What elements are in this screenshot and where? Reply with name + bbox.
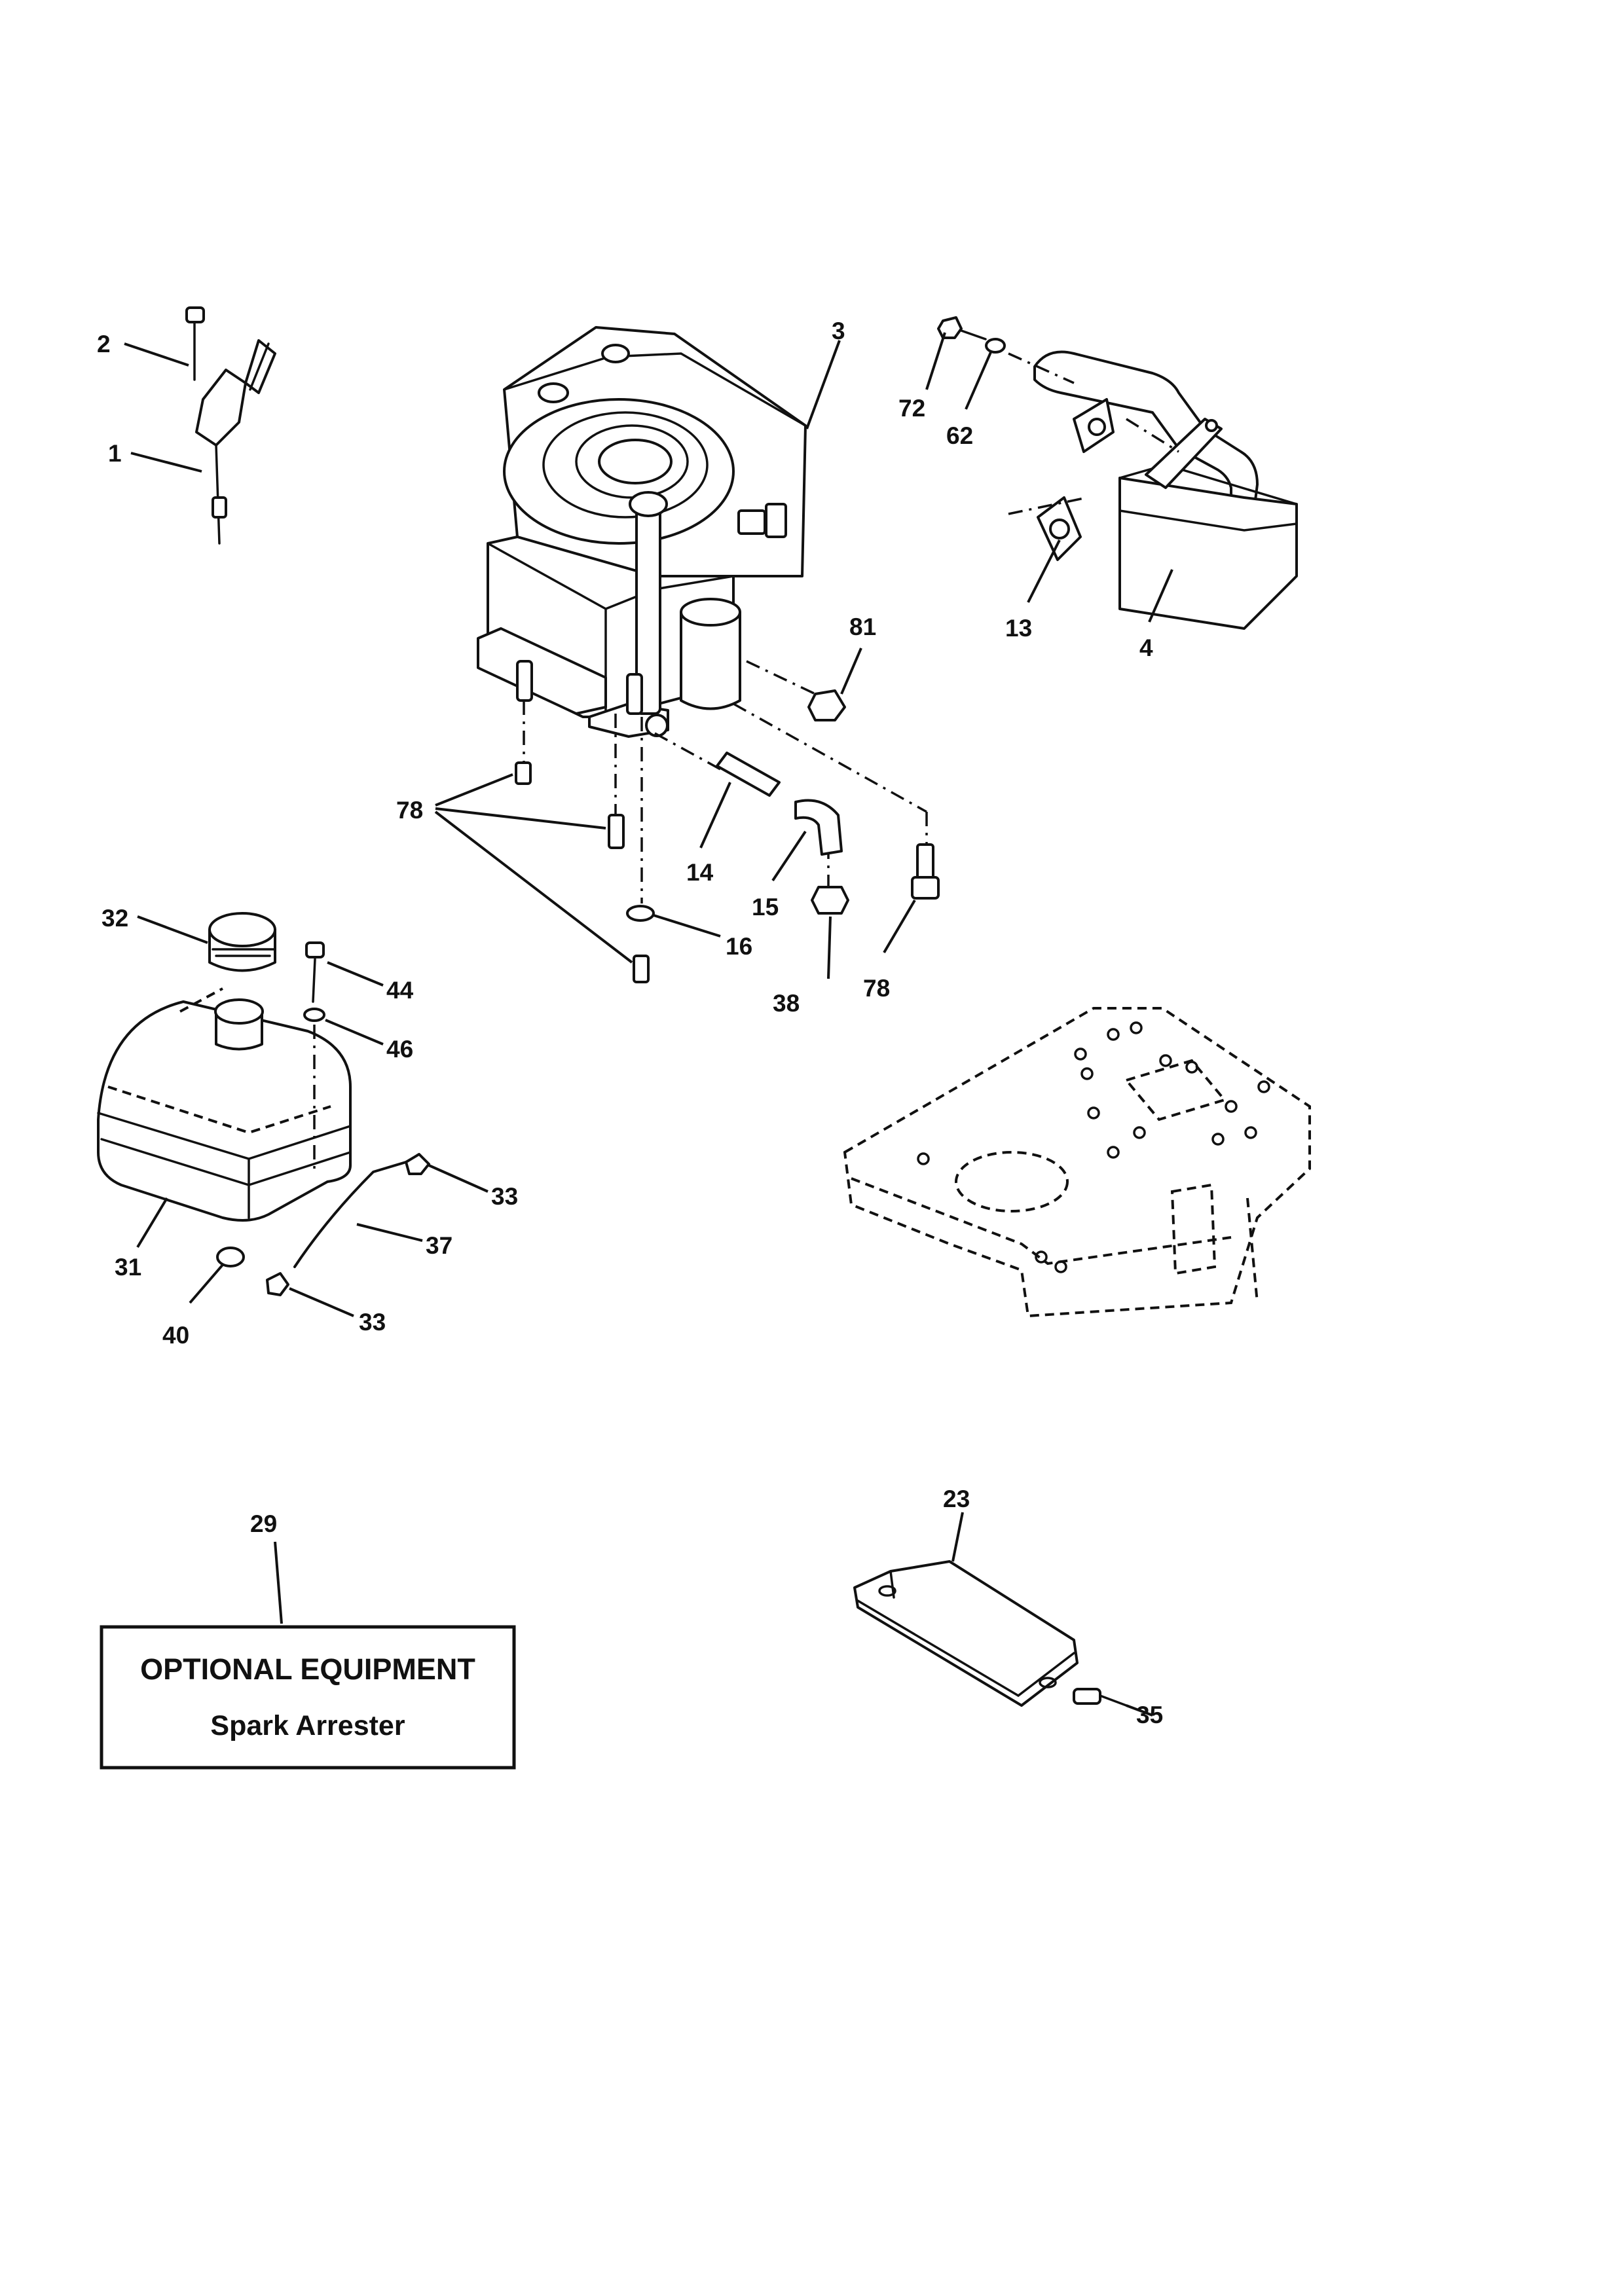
nut-81-part bbox=[807, 689, 846, 721]
shield-23-part bbox=[853, 1560, 1128, 1707]
callout-37: 37 bbox=[426, 1232, 452, 1259]
callout-33-upper: 33 bbox=[491, 1183, 518, 1210]
callout-3: 3 bbox=[832, 318, 845, 344]
callout-labels: 2 1 3 72 62 13 4 81 78 14 15 16 38 78 32… bbox=[97, 318, 1163, 1728]
callout-78-right: 78 bbox=[863, 975, 890, 1002]
throttle-bracket-part bbox=[185, 306, 276, 545]
callout-2: 2 bbox=[97, 331, 111, 357]
callout-13: 13 bbox=[1005, 615, 1032, 642]
muffler-part bbox=[937, 316, 1298, 630]
engine-part bbox=[477, 326, 807, 738]
callout-23: 23 bbox=[943, 1485, 970, 1512]
bolt-78-part bbox=[515, 761, 940, 983]
fuel-tank-part bbox=[97, 912, 430, 1296]
callout-16: 16 bbox=[726, 933, 752, 960]
callout-4: 4 bbox=[1139, 634, 1153, 661]
callout-44: 44 bbox=[386, 977, 414, 1004]
engine-mount-plate bbox=[843, 1007, 1311, 1318]
callout-72: 72 bbox=[898, 395, 925, 422]
nut-38-part bbox=[811, 886, 849, 915]
callout-40: 40 bbox=[162, 1322, 189, 1349]
callout-14: 14 bbox=[686, 859, 714, 886]
callout-15: 15 bbox=[752, 894, 779, 920]
washer-16-part bbox=[626, 905, 655, 922]
callout-78-left: 78 bbox=[396, 797, 423, 824]
optional-equipment-title: OPTIONAL EQUIPMENT bbox=[140, 1652, 475, 1686]
callout-62: 62 bbox=[946, 422, 973, 449]
elbow-15-part bbox=[794, 799, 843, 856]
callout-1: 1 bbox=[108, 440, 122, 467]
callout-29: 29 bbox=[250, 1510, 277, 1537]
callout-38: 38 bbox=[773, 990, 800, 1017]
callout-32: 32 bbox=[101, 905, 128, 932]
callout-35: 35 bbox=[1136, 1702, 1163, 1728]
nipple-14-part bbox=[716, 752, 781, 797]
leader-lines bbox=[124, 332, 1173, 1717]
mount-plate-holes bbox=[917, 1021, 1270, 1273]
callout-81: 81 bbox=[849, 613, 876, 640]
optional-equipment-subtitle: Spark Arrester bbox=[210, 1710, 405, 1741]
callout-46: 46 bbox=[386, 1036, 413, 1063]
callout-31: 31 bbox=[115, 1254, 141, 1281]
optional-equipment-box: OPTIONAL EQUIPMENT Spark Arrester bbox=[100, 1625, 516, 1770]
callout-33-lower: 33 bbox=[359, 1309, 386, 1336]
